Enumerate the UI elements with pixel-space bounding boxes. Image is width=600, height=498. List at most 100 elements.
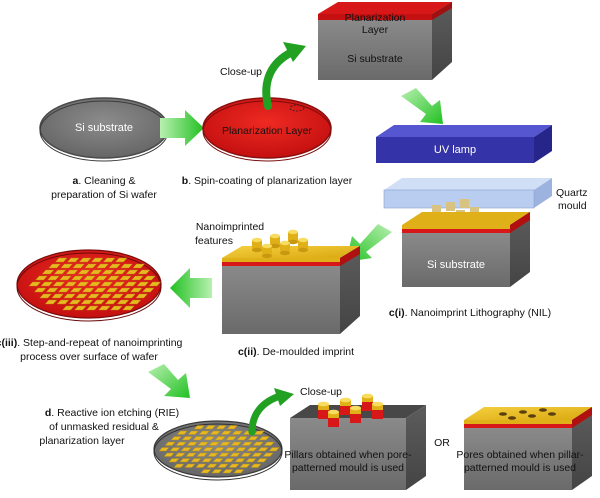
caption-d: d. Reactive ion etching (RIE)	[45, 407, 179, 419]
imprint-square	[206, 463, 218, 468]
block-planarization: Planarization Layer Si substrate	[318, 2, 452, 80]
imprint-square	[239, 463, 251, 468]
imprint-square	[132, 263, 145, 269]
imprint-square	[215, 425, 227, 430]
imprint-square	[125, 269, 139, 275]
imprint-square	[245, 458, 257, 463]
pillars-block: Pillars obtained when pore- patterned mo…	[284, 393, 426, 490]
imprint-square	[241, 441, 253, 446]
cii-pillars	[252, 229, 308, 259]
imprint-square	[53, 269, 67, 275]
arrow-a-to-b	[160, 110, 204, 146]
imprint-square	[111, 293, 124, 299]
svg-text:features: features	[195, 235, 233, 247]
imprint-square	[123, 293, 136, 299]
imprint-square	[136, 281, 150, 287]
caption-ci: c(i). Nanoimprint Lithography (NIL)	[389, 307, 551, 319]
imprint-square	[213, 447, 225, 452]
imprint-square	[211, 469, 223, 474]
imprint-square	[64, 281, 78, 287]
imprint-square	[236, 436, 248, 441]
imprint-square	[90, 257, 104, 263]
imprint-square	[44, 299, 58, 305]
caption-cii: c(ii). De-moulded imprint	[238, 346, 354, 358]
imprint-square	[77, 269, 91, 275]
imprint-square	[186, 441, 198, 446]
imprint-square	[72, 263, 85, 269]
imprint-square	[197, 441, 209, 446]
imprint-square	[71, 275, 84, 281]
imprint-square	[104, 299, 118, 305]
imprint-square	[163, 452, 175, 457]
imprint-square	[268, 447, 280, 452]
imprint-square	[175, 441, 187, 446]
imprint-square	[51, 293, 64, 299]
caption-a-2: preparation of Si wafer	[51, 189, 157, 201]
imprint-square	[190, 458, 202, 463]
imprint-square	[247, 436, 259, 441]
imprint-square	[181, 436, 193, 441]
imprint-square	[240, 452, 252, 457]
imprint-square	[63, 293, 76, 299]
imprint-square	[56, 299, 70, 305]
imprint-square	[129, 287, 143, 293]
imprint-square	[114, 257, 128, 263]
imprint-square	[122, 305, 135, 311]
imprint-square	[137, 269, 151, 275]
imprint-square	[233, 469, 245, 474]
imprint-square	[60, 263, 73, 269]
imprint-square	[173, 463, 185, 468]
cii-block	[222, 246, 360, 334]
imprint-square	[92, 299, 106, 305]
imprint-square	[117, 287, 131, 293]
imprint-square	[59, 275, 72, 281]
svg-text:Si substrate: Si substrate	[427, 259, 485, 271]
imprint-square	[110, 305, 123, 311]
imprint-square	[119, 275, 132, 281]
svg-text:Pores obtained when pillar-: Pores obtained when pillar-	[456, 449, 584, 461]
imprint-square	[107, 275, 120, 281]
svg-text:Pillars obtained when pore-: Pillars obtained when pore-	[284, 449, 412, 461]
closeup-label-b: Close-up	[220, 66, 262, 78]
d-imprint-grid	[158, 425, 280, 474]
step-ci: UV lamp Quartz mould Si sub	[376, 125, 588, 319]
imprint-square	[68, 299, 82, 305]
imprint-square	[252, 441, 264, 446]
imprint-square	[80, 299, 94, 305]
svg-text:of unmasked residual &: of unmasked residual &	[49, 421, 159, 433]
imprint-square	[69, 287, 83, 293]
imprint-square	[143, 275, 156, 281]
imprint-square	[218, 452, 230, 457]
imprint-square	[201, 458, 213, 463]
svg-text:patterned mould is used: patterned mould is used	[464, 462, 576, 474]
imprint-square	[202, 447, 214, 452]
imprint-square	[158, 447, 170, 452]
imprint-square	[112, 281, 126, 287]
imprint-square	[204, 425, 216, 430]
imprint-square	[88, 281, 102, 287]
ci-substrate-block: Si substrate	[402, 212, 530, 287]
imprint-square	[212, 458, 224, 463]
imprint-square	[195, 463, 207, 468]
imprint-square	[258, 436, 270, 441]
imprint-square	[257, 447, 269, 452]
imprint-square	[74, 305, 87, 311]
imprint-square	[164, 441, 176, 446]
imprint-square	[235, 447, 247, 452]
imprint-square	[198, 430, 210, 435]
imprint-square	[75, 293, 88, 299]
imprint-square	[47, 275, 60, 281]
imprint-square	[179, 458, 191, 463]
ciii-imprint-grid	[28, 257, 162, 311]
arrow-cii-to-ciii	[170, 268, 212, 308]
imprint-square	[219, 441, 231, 446]
imprint-square	[131, 275, 144, 281]
imprint-square	[141, 287, 155, 293]
svg-text:planarization layer: planarization layer	[39, 435, 125, 447]
imprint-square	[102, 257, 116, 263]
imprint-square	[231, 430, 243, 435]
imprint-square	[184, 463, 196, 468]
wafer-si-label: Si substrate	[75, 122, 133, 134]
imprint-square	[192, 436, 204, 441]
